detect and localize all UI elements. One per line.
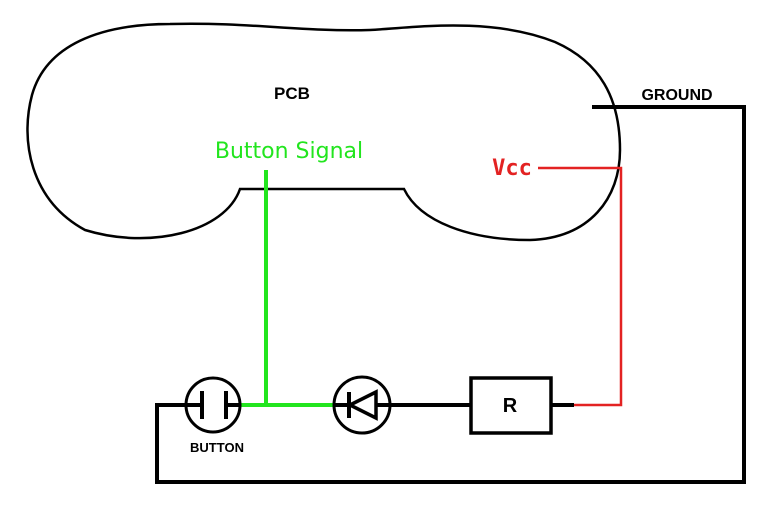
button-signal-label: Button Signal: [215, 139, 363, 164]
push-button: [184, 376, 242, 434]
pcb-outline: [26, 22, 622, 242]
pcb-label: PCB: [274, 84, 310, 103]
ground-wire: [155, 105, 746, 484]
resistor-box: [469, 376, 553, 435]
button-label: BUTTON: [190, 440, 244, 455]
ground-label: GROUND: [641, 87, 712, 104]
vcc-label: Vcc: [492, 156, 532, 181]
diode: [332, 375, 392, 435]
resistor-label: R: [503, 395, 518, 417]
vcc-wire: [538, 166, 623, 407]
